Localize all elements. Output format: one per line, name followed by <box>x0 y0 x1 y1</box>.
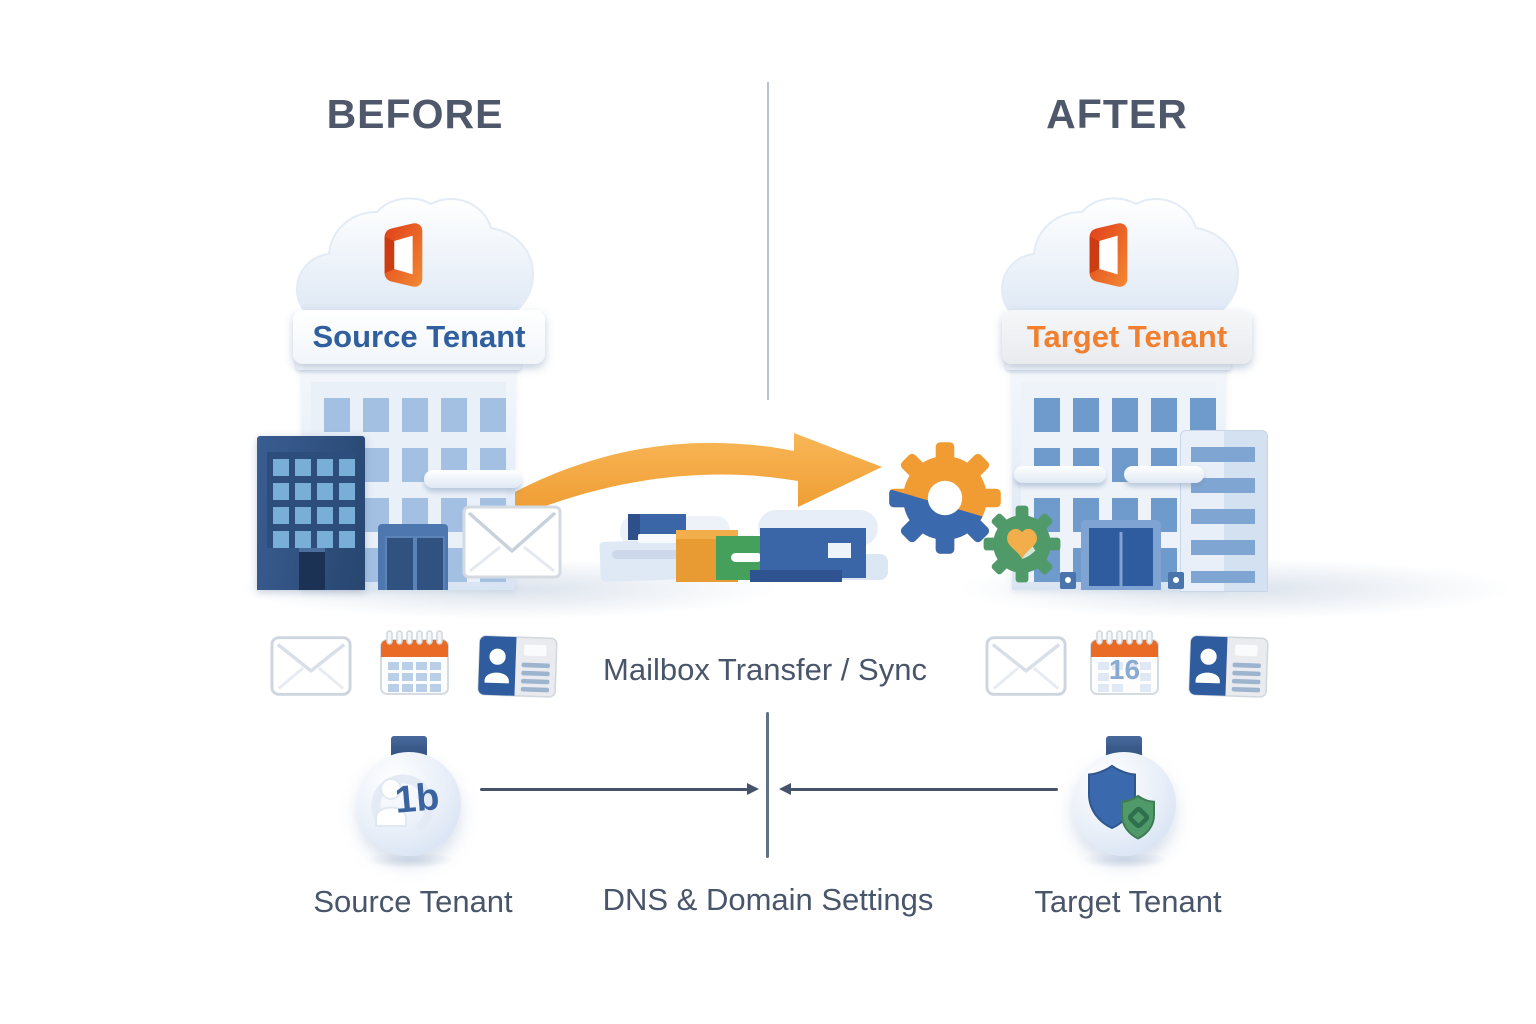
source-building-door <box>378 524 448 590</box>
door-leaf <box>385 536 415 590</box>
mail-icon-right <box>985 635 1067 697</box>
target-awning-left <box>1014 466 1106 483</box>
door-lamp-left <box>1060 572 1076 589</box>
person-sync-icon <box>371 774 435 831</box>
bottom-divider <box>766 712 769 858</box>
target-secondary-building <box>1180 430 1268 592</box>
door-leaf <box>415 536 445 590</box>
top-divider <box>767 82 769 400</box>
dns-connector-right-arrow-left-icon <box>779 783 1058 795</box>
heart-gear-icon <box>983 505 1061 583</box>
source-building-awning <box>424 470 522 488</box>
before-heading: BEFORE <box>326 91 504 137</box>
calendar-icon-right: 16 <box>1088 630 1161 697</box>
mail-icon-left <box>270 635 352 697</box>
source-tenant-sphere: 1b <box>357 752 461 856</box>
dns-connector-left-arrow-right-icon <box>480 783 759 795</box>
mailbox-transfer-label: Mailbox Transfer / Sync <box>603 652 927 687</box>
target-tenant-sign-label: Target Tenant <box>1026 319 1228 354</box>
after-heading: AFTER <box>1046 91 1188 137</box>
door-split <box>1119 532 1123 586</box>
security-shield-icon <box>1088 764 1155 840</box>
source-secondary-building <box>257 436 365 590</box>
calendar-day-label: 16 <box>1108 654 1141 685</box>
target-tenant-sign: Target Tenant <box>1002 310 1252 364</box>
transfer-arrow-icon <box>492 425 892 545</box>
office-logo-icon <box>373 220 431 290</box>
source-tenant-sign-label: Source Tenant <box>312 319 526 354</box>
orange-blue-gear-icon <box>889 442 1001 554</box>
door-inner <box>1089 528 1153 586</box>
target-tenant-label: Target Tenant <box>1034 884 1222 919</box>
large-envelope-icon <box>462 505 562 579</box>
secondary-building-door <box>299 548 325 590</box>
sync-gears-icon <box>885 432 1085 602</box>
source-badge-text: 1b <box>393 776 442 822</box>
source-tenant-label: Source Tenant <box>313 884 513 919</box>
target-awning-right <box>1124 466 1204 483</box>
contact-card-icon-right <box>1187 633 1270 701</box>
sphere-shadow-right <box>1080 852 1170 868</box>
sphere-shadow-left <box>365 852 455 868</box>
secondary-building-windows <box>267 452 355 548</box>
office-logo-icon-right <box>1078 220 1136 290</box>
target-building-door <box>1081 520 1161 590</box>
dns-domain-settings-label: DNS & Domain Settings <box>602 882 934 917</box>
calendar-icon-left <box>378 630 451 697</box>
target-tenant-sphere <box>1072 752 1176 856</box>
source-tenant-sign: Source Tenant <box>293 310 545 364</box>
data-packages-icon <box>598 498 898 590</box>
door-lamp-right <box>1168 572 1184 589</box>
contact-card-icon-left <box>476 633 559 701</box>
